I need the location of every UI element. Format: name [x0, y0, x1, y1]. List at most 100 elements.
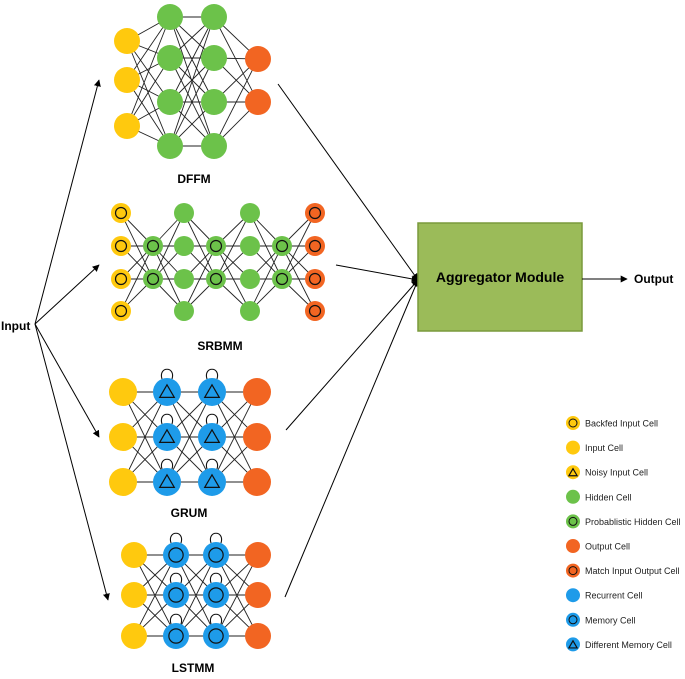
srbmm-network: [111, 203, 325, 321]
lstmm-input-cell-1-2: [121, 582, 147, 608]
connection-line: [175, 554, 217, 637]
connection-line: [126, 57, 171, 127]
srbmm-probabilistic-hidden-cell-4-1: [206, 236, 226, 256]
legend-label: Backfed Input Cell: [585, 419, 658, 429]
grum-different-memory-cell-2-2-self-loop: [160, 413, 174, 425]
srbmm-match-input-output-cell-7-2-ring: [308, 239, 322, 253]
legend-item-input-cell: Input Cell: [566, 440, 623, 455]
lstmm-memory-cell-3-2-self-loop: [209, 572, 223, 584]
lstmm-memory-cell-2-2-self-loop: [169, 572, 183, 584]
dffm-input-cell-1-1: [114, 28, 140, 54]
legend-label: Probablistic Hidden Cell: [585, 517, 681, 527]
srbmm-hidden-cell-3-2: [174, 236, 194, 256]
grum-different-memory-cell-3-1: [198, 378, 226, 406]
srbmm-label: SRBMM: [197, 339, 242, 353]
dffm-hidden-cell-2-2: [157, 45, 183, 71]
lstmm-network: [121, 532, 271, 649]
connection-line: [213, 58, 259, 147]
input-arrows: [34, 79, 110, 601]
aggregator-arrows: [277, 83, 419, 598]
srbmm-hidden-cell-5-2: [240, 236, 260, 256]
srbmm-match-input-output-cell-7-1-ring: [308, 206, 322, 220]
connection-line: [152, 212, 185, 280]
grum-input-cell-1-2: [109, 423, 137, 451]
dffm-output-cell-4-1: [245, 46, 271, 72]
lstmm-memory-cell-3-3: [203, 623, 229, 649]
aggregator-module-box: [417, 222, 583, 332]
grum-different-memory-cell-2-2-triangle: [158, 428, 176, 443]
srbmm-match-input-output-cell-7-4: [305, 301, 325, 321]
grum-different-memory-cell-2-3: [153, 468, 181, 496]
srbmm-hidden-cell-3-4: [174, 301, 194, 321]
grum-different-memory-cell-3-2: [198, 423, 226, 451]
grum-output-cell-4-1: [243, 378, 271, 406]
srbmm-backfed-input-cell-1-2-ring: [114, 239, 128, 253]
srbmm-backfed-input-cell-1-3: [111, 269, 131, 289]
srbmm-match-input-output-cell-7-2: [305, 236, 325, 256]
srbmm-probabilistic-hidden-cell-6-2-ring: [275, 272, 289, 286]
dffm-hidden-cell-3-4: [201, 133, 227, 159]
grum-different-memory-cell-2-3-triangle: [158, 473, 176, 488]
srbmm-backfed-input-cell-1-1-ring: [114, 206, 128, 220]
connection-line: [211, 391, 258, 483]
srbmm-hidden-cell-3-1: [174, 203, 194, 223]
connection-line: [215, 212, 251, 280]
legend-item-different-memory-cell: Different Memory Cell: [566, 637, 672, 652]
lstmm-input-cell-1-3: [121, 623, 147, 649]
lstmm-input-cell-1-1: [121, 542, 147, 568]
grum-different-memory-cell-3-3-triangle: [203, 473, 221, 488]
connection-line: [215, 245, 251, 312]
dffm-output-cell-4-2: [245, 89, 271, 115]
grum-input-cell-1-3: [109, 468, 137, 496]
input-arrow-grum: [34, 323, 100, 438]
dffm-input-cell-1-2: [114, 67, 140, 93]
lstmm-memory-cell-3-1-self-loop: [209, 532, 223, 544]
dffm-hidden-cell-2-3: [157, 89, 183, 115]
lstmm-output-cell-4-1: [245, 542, 271, 568]
lstmm-memory-cell-2-1-ring: [168, 547, 184, 563]
output-label: Output: [634, 272, 673, 286]
legend-label: Output Cell: [585, 542, 630, 552]
srbmm-backfed-input-cell-1-2: [111, 236, 131, 256]
lstmm-memory-cell-3-3-self-loop: [209, 613, 223, 625]
connection-line: [120, 245, 154, 312]
grum-different-memory-cell-3-1-triangle: [203, 383, 221, 398]
srbmm-probabilistic-hidden-cell-4-2: [206, 269, 226, 289]
legend-swatch-ring: [568, 615, 578, 625]
connection-line: [213, 16, 259, 103]
connection-line: [249, 245, 283, 312]
legend-swatch: [566, 465, 580, 480]
legend-swatch: [566, 539, 580, 553]
srbmm-probabilistic-hidden-cell-2-2: [143, 269, 163, 289]
srbmm-probabilistic-hidden-cell-2-2-ring: [146, 272, 160, 286]
grum-different-memory-cell-2-1-triangle: [158, 383, 176, 398]
input-arrow-srbmm: [34, 264, 100, 325]
dffm-hidden-cell-3-2: [201, 45, 227, 71]
srbmm-match-input-output-cell-7-3: [305, 269, 325, 289]
legend-item-recurrent-cell: Recurrent Cell: [566, 588, 643, 603]
srbmm-backfed-input-cell-1-4: [111, 301, 131, 321]
srbmm-probabilistic-hidden-cell-6-1: [272, 236, 292, 256]
srbmm-match-input-output-cell-7-1: [305, 203, 325, 223]
grum-different-memory-cell-3-1-self-loop: [205, 368, 219, 380]
dffm-network: [114, 4, 271, 159]
srbmm-hidden-cell-5-1: [240, 203, 260, 223]
lstmm-memory-cell-2-1-self-loop: [169, 532, 183, 544]
legend-swatch: [566, 612, 580, 627]
srbmm-probabilistic-hidden-cell-2-1: [143, 236, 163, 256]
lstmm-memory-cell-2-3: [163, 623, 189, 649]
srbmm-match-input-output-cell-7-3-ring: [308, 272, 322, 286]
input-label: Input: [1, 319, 30, 333]
legend-swatch: [566, 514, 580, 529]
connection-line: [133, 554, 177, 637]
legend-swatch: [566, 563, 580, 578]
lstmm-memory-cell-2-1: [163, 542, 189, 568]
lstmm-memory-cell-2-2-ring: [168, 587, 184, 603]
legend-swatch: [566, 416, 580, 430]
grum-network: [109, 368, 271, 496]
legend-swatch: [566, 489, 580, 504]
connection-line: [281, 212, 316, 280]
grum-different-memory-cell-3-3-self-loop: [205, 458, 219, 470]
